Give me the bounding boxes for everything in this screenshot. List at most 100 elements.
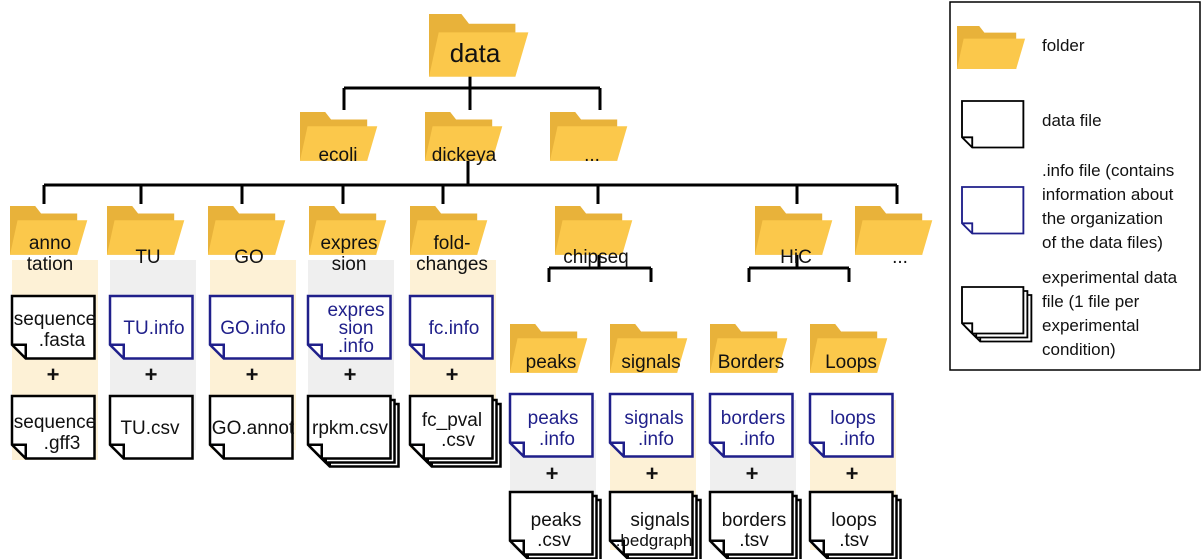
- root-folder[interactable]: data: [429, 14, 529, 77]
- file-label: GO.info: [220, 318, 285, 339]
- file-label-line2: .csv: [537, 530, 571, 551]
- file-label-line1: expres: [327, 300, 384, 321]
- file-label-line1: signals: [624, 408, 683, 429]
- plus-sign-tu: +: [145, 362, 158, 387]
- category-folder-chipseq[interactable]: chipseq: [555, 206, 633, 268]
- file-label: GO.annot: [212, 418, 295, 439]
- subfolder-borders[interactable]: Borders: [710, 324, 788, 373]
- organism-folder-dickeya[interactable]: dickeya: [425, 112, 503, 166]
- experimental-files-loops[interactable]: loops .tsv: [808, 490, 902, 559]
- plus-sign-go: +: [246, 362, 259, 387]
- info-file-signals[interactable]: signals .info: [608, 392, 694, 458]
- subfolder-loops[interactable]: Loops: [810, 324, 888, 373]
- subfolder-label-borders: Borders: [718, 352, 785, 373]
- category-label-annotation-line2: tation: [27, 254, 73, 275]
- file-label-line2: .info: [739, 429, 775, 450]
- legend-info-file-icon: [961, 186, 1025, 235]
- experimental-files-borders[interactable]: borders .tsv: [708, 490, 802, 559]
- plus-sign-peaks: +: [546, 461, 559, 486]
- file-label-line2: .info: [638, 429, 674, 450]
- file-label-line1: loops: [830, 408, 875, 429]
- file-label-line1: sequence: [14, 309, 96, 330]
- legend-experimental-file-label-line1: experimental data: [1042, 268, 1178, 287]
- category-folder-annotation[interactable]: anno tation: [10, 206, 88, 275]
- file-label: rpkm.csv: [312, 418, 389, 439]
- file-label-line1: loops: [831, 510, 876, 531]
- file-label: TU.csv: [120, 418, 180, 439]
- tree-connectors: [42, 66, 899, 282]
- organism-label-more: ...: [584, 145, 600, 166]
- subfolder-label-loops: Loops: [825, 352, 877, 373]
- file-label-line2: .info: [539, 429, 575, 450]
- legend-info-file-label-line3: the organization: [1042, 209, 1163, 228]
- legend-data-file-icon: [961, 100, 1025, 149]
- legend: folder data file .info file (contains in…: [949, 1, 1201, 371]
- file-label-line1: sequence: [14, 412, 96, 433]
- info-file-peaks[interactable]: peaks .info: [508, 392, 594, 458]
- experimental-files-rpkm[interactable]: rpkm.csv: [306, 394, 400, 468]
- category-folder-tu[interactable]: TU: [107, 206, 185, 268]
- file-label-line1: fc_pval: [422, 410, 482, 431]
- plus-sign-loops: +: [846, 461, 859, 486]
- file-go-annot[interactable]: GO.annot: [208, 394, 295, 460]
- legend-experimental-file-label-line3: experimental: [1042, 316, 1139, 335]
- legend-info-file-label-line4: of the data files): [1042, 233, 1163, 252]
- file-label-line3: .info: [338, 336, 374, 357]
- subfolder-label-peaks: peaks: [526, 352, 577, 373]
- info-file-foldchanges[interactable]: fc.info: [408, 294, 494, 360]
- category-folder-hic[interactable]: HiC: [755, 206, 833, 268]
- category-label-expression-line2: sion: [332, 254, 367, 275]
- file-label-line1: borders: [722, 510, 786, 531]
- legend-experimental-file-label-line4: condition): [1042, 340, 1116, 359]
- subfolder-peaks[interactable]: peaks: [510, 324, 588, 373]
- category-label-chipseq: chipseq: [563, 247, 629, 268]
- legend-info-file-label-line2: information about: [1042, 185, 1174, 204]
- category-label-hic: HiC: [780, 247, 812, 268]
- file-label-line2: .info: [839, 429, 875, 450]
- info-file-loops[interactable]: loops .info: [808, 392, 894, 458]
- legend-folder-label: folder: [1042, 36, 1085, 55]
- category-folder-foldchanges[interactable]: fold- changes: [410, 206, 488, 275]
- category-label-foldchanges-line2: changes: [416, 254, 488, 275]
- info-file-borders[interactable]: borders .info: [708, 392, 794, 458]
- organism-folder-ecoli[interactable]: ecoli: [300, 112, 378, 166]
- file-sequence-fasta[interactable]: sequence .fasta: [10, 294, 96, 360]
- category-folder-more[interactable]: ...: [855, 206, 933, 268]
- plus-sign-expression: +: [344, 362, 357, 387]
- category-label-expression-line1: expres: [320, 233, 377, 254]
- file-label-line2: .gff3: [44, 433, 81, 454]
- file-label: fc.info: [429, 318, 480, 339]
- info-file-tu[interactable]: TU.info: [108, 294, 194, 360]
- root-folder-label: data: [450, 38, 501, 68]
- file-label-line2: .tsv: [739, 530, 769, 551]
- subfolder-signals[interactable]: signals: [610, 324, 688, 373]
- file-label-line2: .fasta: [39, 330, 86, 351]
- organism-folder-more[interactable]: ...: [550, 112, 628, 166]
- legend-experimental-file-label-line2: file (1 file per: [1042, 292, 1140, 311]
- file-label-line1: signals: [630, 510, 689, 531]
- file-label-line2: .bedgraph: [616, 531, 693, 550]
- file-label-line1: peaks: [531, 510, 582, 531]
- info-file-go[interactable]: GO.info: [208, 294, 294, 360]
- experimental-files-fc-pval[interactable]: fc_pval .csv: [408, 394, 502, 468]
- file-label-line1: peaks: [528, 408, 579, 429]
- legend-experimental-file-icon: [961, 286, 1033, 343]
- organism-label-dickeya: dickeya: [432, 145, 497, 166]
- category-label-annotation-line1: anno: [29, 233, 71, 254]
- category-label-tu: TU: [135, 247, 160, 268]
- legend-info-file-label-line1: .info file (contains: [1042, 161, 1174, 180]
- file-tu-csv[interactable]: TU.csv: [108, 394, 194, 460]
- category-folder-go[interactable]: GO: [208, 206, 286, 268]
- file-label-line1: borders: [721, 408, 785, 429]
- category-folder-expression[interactable]: expres sion: [309, 206, 387, 275]
- plus-sign-borders: +: [746, 461, 759, 486]
- file-label: TU.info: [123, 318, 184, 339]
- file-sequence-gff3[interactable]: sequence .gff3: [10, 394, 96, 460]
- file-label-line2: sion: [339, 318, 374, 339]
- plus-sign-foldchanges: +: [446, 362, 459, 387]
- experimental-files-peaks[interactable]: peaks .csv: [508, 490, 602, 559]
- info-file-expression[interactable]: expres sion .info: [306, 294, 392, 360]
- plus-sign-annotation: +: [47, 362, 60, 387]
- experimental-files-signals[interactable]: signals .bedgraph: [608, 490, 702, 559]
